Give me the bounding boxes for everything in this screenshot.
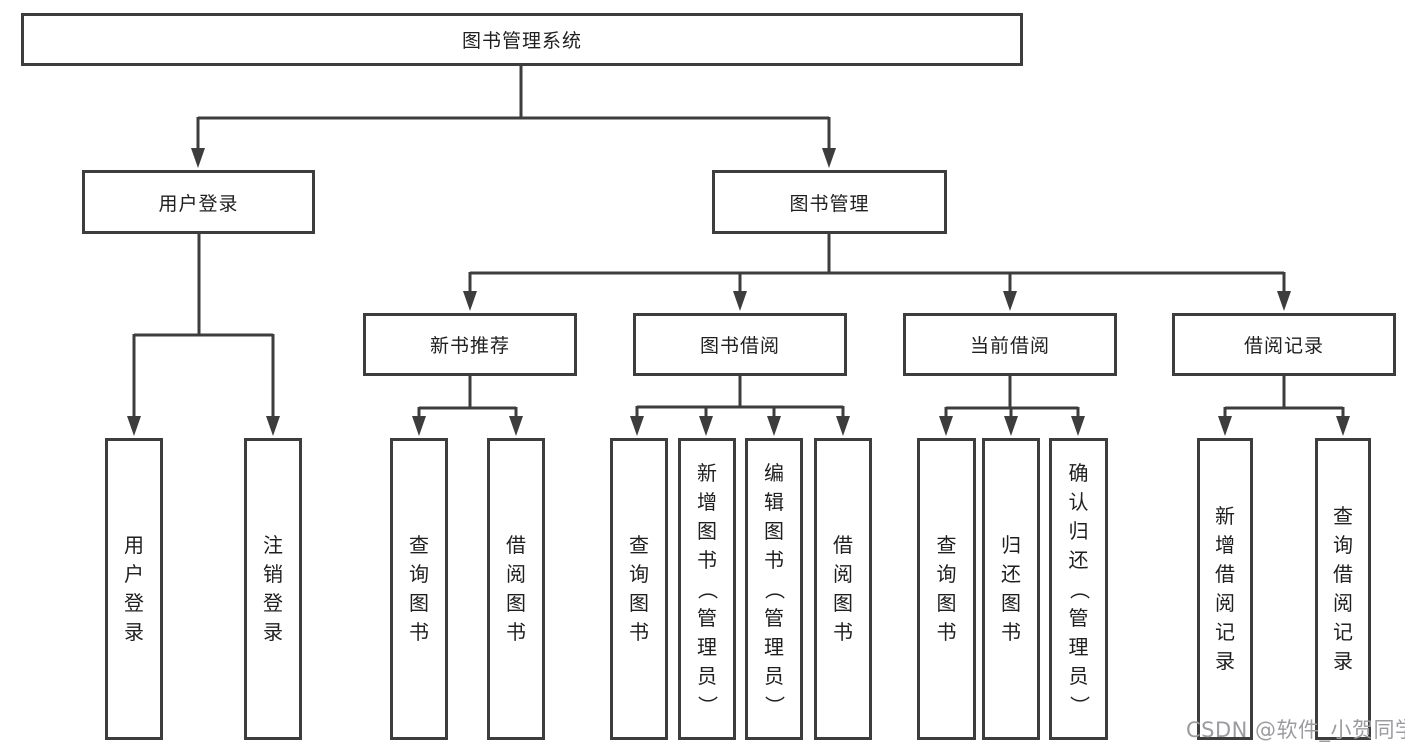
leaf-br-query-record-label: 查询借阅记录: [1333, 504, 1353, 673]
leaf-br-add-record: 新增借阅记录: [1197, 438, 1253, 740]
leaf-cb-query-books: 查询图书: [917, 438, 976, 740]
leaf-bb-query-books-label: 查询图书: [629, 533, 649, 644]
leaf-bb-edit-books-admin-label: 编辑图书（管理员）: [762, 460, 787, 716]
leaf-cb-confirm-return-admin: 确认归还（管理员）: [1049, 438, 1108, 740]
node-new-book-rec-label: 新书推荐: [429, 335, 510, 357]
node-book-mgmt-label: 图书管理: [789, 192, 870, 215]
leaf-nbr-query-books-label: 查询图书: [409, 533, 429, 644]
leaf-cb-return-books-label: 归还图书: [1001, 533, 1021, 644]
leaf-nbr-borrow-books-label: 借阅图书: [506, 533, 526, 644]
node-current-borrowing: 当前借阅: [903, 313, 1117, 376]
leaf-bb-borrow-books: 借阅图书: [814, 438, 872, 740]
node-root: 图书管理系统: [21, 13, 1023, 66]
node-book-borrowing: 图书借阅: [633, 313, 847, 376]
leaf-br-add-record-label: 新增借阅记录: [1215, 504, 1235, 673]
leaf-br-query-record: 查询借阅记录: [1315, 438, 1371, 740]
leaf-cb-return-books: 归还图书: [982, 438, 1040, 740]
leaf-user-login: 用户登录: [105, 438, 163, 740]
node-book-borrowing-label: 图书借阅: [699, 335, 780, 357]
leaf-bb-edit-books-admin: 编辑图书（管理员）: [745, 438, 803, 740]
leaf-cb-query-books-label: 查询图书: [936, 533, 957, 644]
watermark: CSDN @软件_小贺同学: [1186, 718, 1405, 742]
leaf-bb-add-books-admin: 新增图书（管理员）: [678, 438, 736, 740]
leaf-user-login-label: 用户登录: [124, 533, 144, 644]
node-user-login: 用户登录: [82, 170, 315, 234]
leaf-bb-add-books-admin-label: 新增图书（管理员）: [695, 460, 720, 716]
leaf-logout-label: 注销登录: [263, 533, 283, 644]
node-borrow-records: 借阅记录: [1172, 313, 1396, 376]
leaf-nbr-query-books: 查询图书: [390, 438, 448, 740]
leaf-logout: 注销登录: [244, 438, 302, 740]
node-user-login-label: 用户登录: [158, 192, 239, 215]
node-book-mgmt: 图书管理: [712, 170, 947, 234]
node-new-book-rec: 新书推荐: [363, 313, 577, 376]
leaf-bb-query-books: 查询图书: [610, 438, 668, 740]
node-root-label: 图书管理系统: [461, 30, 582, 52]
node-borrow-records-label: 借阅记录: [1243, 335, 1324, 357]
leaf-nbr-borrow-books: 借阅图书: [487, 438, 545, 740]
node-current-borrowing-label: 当前借阅: [969, 335, 1050, 357]
leaf-cb-confirm-return-admin-label: 确认归还（管理员）: [1067, 460, 1091, 716]
leaf-bb-borrow-books-label: 借阅图书: [833, 533, 853, 644]
